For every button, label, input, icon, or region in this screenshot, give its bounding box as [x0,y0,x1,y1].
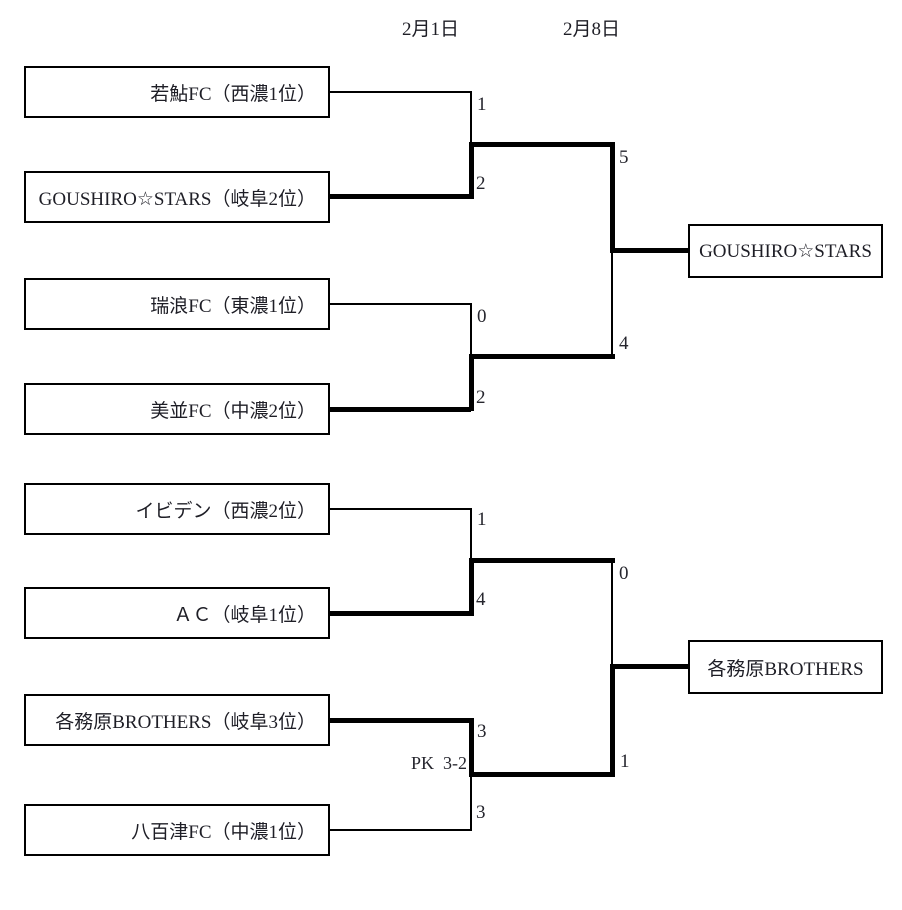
qf4-top-stub-line-winner [330,718,471,723]
team-name: 美並FC（中濃2位） [150,400,316,422]
final2-champion-line [610,664,688,669]
final1-junction-top-line-winner [610,142,615,253]
qf1-bottom-stub-line-winner [330,194,471,199]
qf2-bottom-score: 2 [476,387,486,408]
qf1-top-score: 1 [477,94,487,115]
qf1-junction-bottom-line-winner [469,142,474,199]
team-name: イビデン（西濃2位） [135,500,316,522]
qf1-winner-advance-line [469,142,615,147]
qf2-bottom-team-box: 美並FC（中濃2位） [24,383,330,435]
qf3-top-stub-line [330,508,471,510]
qf1-top-team-box: 若鮎FC（西濃1位） [24,66,330,118]
qf3-junction-top-line [470,508,472,563]
qf2-top-stub-line [330,303,471,305]
qf2-junction-bottom-line-winner [469,354,474,411]
block1-champion-box: GOUSHIRO☆STARS [688,224,883,278]
block2-champion-box: 各務原BROTHERS [688,640,883,694]
final1-top-score: 5 [619,147,629,168]
pk-note: PK 3-2 [410,753,467,773]
final2-bottom-score: 1 [620,751,630,772]
qf4-junction-top-line-winner [469,718,474,777]
qf1-bottom-score: 2 [476,173,486,194]
final2-junction-top-line [611,558,613,667]
qf2-top-score: 0 [477,306,487,327]
champion-name: GOUSHIRO☆STARS [699,240,872,262]
final2-top-score: 0 [619,563,629,584]
team-name: 若鮎FC（西濃1位） [150,83,316,105]
qf3-bottom-stub-line-winner [330,611,471,616]
champion-name: 各務原BROTHERS [707,658,864,680]
qf3-bottom-team-box: ＡＣ（岐阜1位） [24,587,330,639]
team-name: 瑞浪FC（東濃1位） [150,295,316,317]
team-name: 八百津FC（中濃1位） [131,821,316,843]
qf1-bottom-team-box: GOUSHIRO☆STARS（岐阜2位） [24,171,330,223]
qf4-bottom-team-box: 八百津FC（中濃1位） [24,804,330,856]
qf2-winner-advance-line [469,354,615,359]
final1-champion-line [610,248,688,253]
qf4-bottom-score: 3 [476,802,486,823]
qf3-bottom-score: 4 [476,589,486,610]
qf3-top-team-box: イビデン（西濃2位） [24,483,330,535]
qf4-junction-bottom-line [470,775,472,831]
qf1-junction-top-line [470,91,472,147]
qf3-junction-bottom-line-winner [469,558,474,616]
qf1-top-stub-line [330,91,471,93]
final2-junction-bottom-line-winner [610,664,615,777]
final1-junction-bottom-line [611,251,613,359]
qf3-top-score: 1 [477,509,487,530]
qf4-winner-advance-line [469,772,615,777]
qf2-bottom-stub-line-winner [330,407,471,412]
final1-bottom-score: 4 [619,333,629,354]
team-name: GOUSHIRO☆STARS（岐阜2位） [38,188,316,210]
qf2-junction-top-line [470,303,472,359]
qf4-top-score: 3 [477,721,487,742]
team-name: ＡＣ（岐阜1位） [173,604,316,626]
qf4-bottom-stub-line [330,829,471,831]
team-name: 各務原BROTHERS（岐阜3位） [55,711,316,733]
final-date-label: 2月8日 [563,19,621,40]
qf4-top-team-box: 各務原BROTHERS（岐阜3位） [24,694,330,746]
qf2-top-team-box: 瑞浪FC（東濃1位） [24,278,330,330]
qf3-winner-advance-line [469,558,615,563]
round1-date-label: 2月1日 [402,19,460,40]
